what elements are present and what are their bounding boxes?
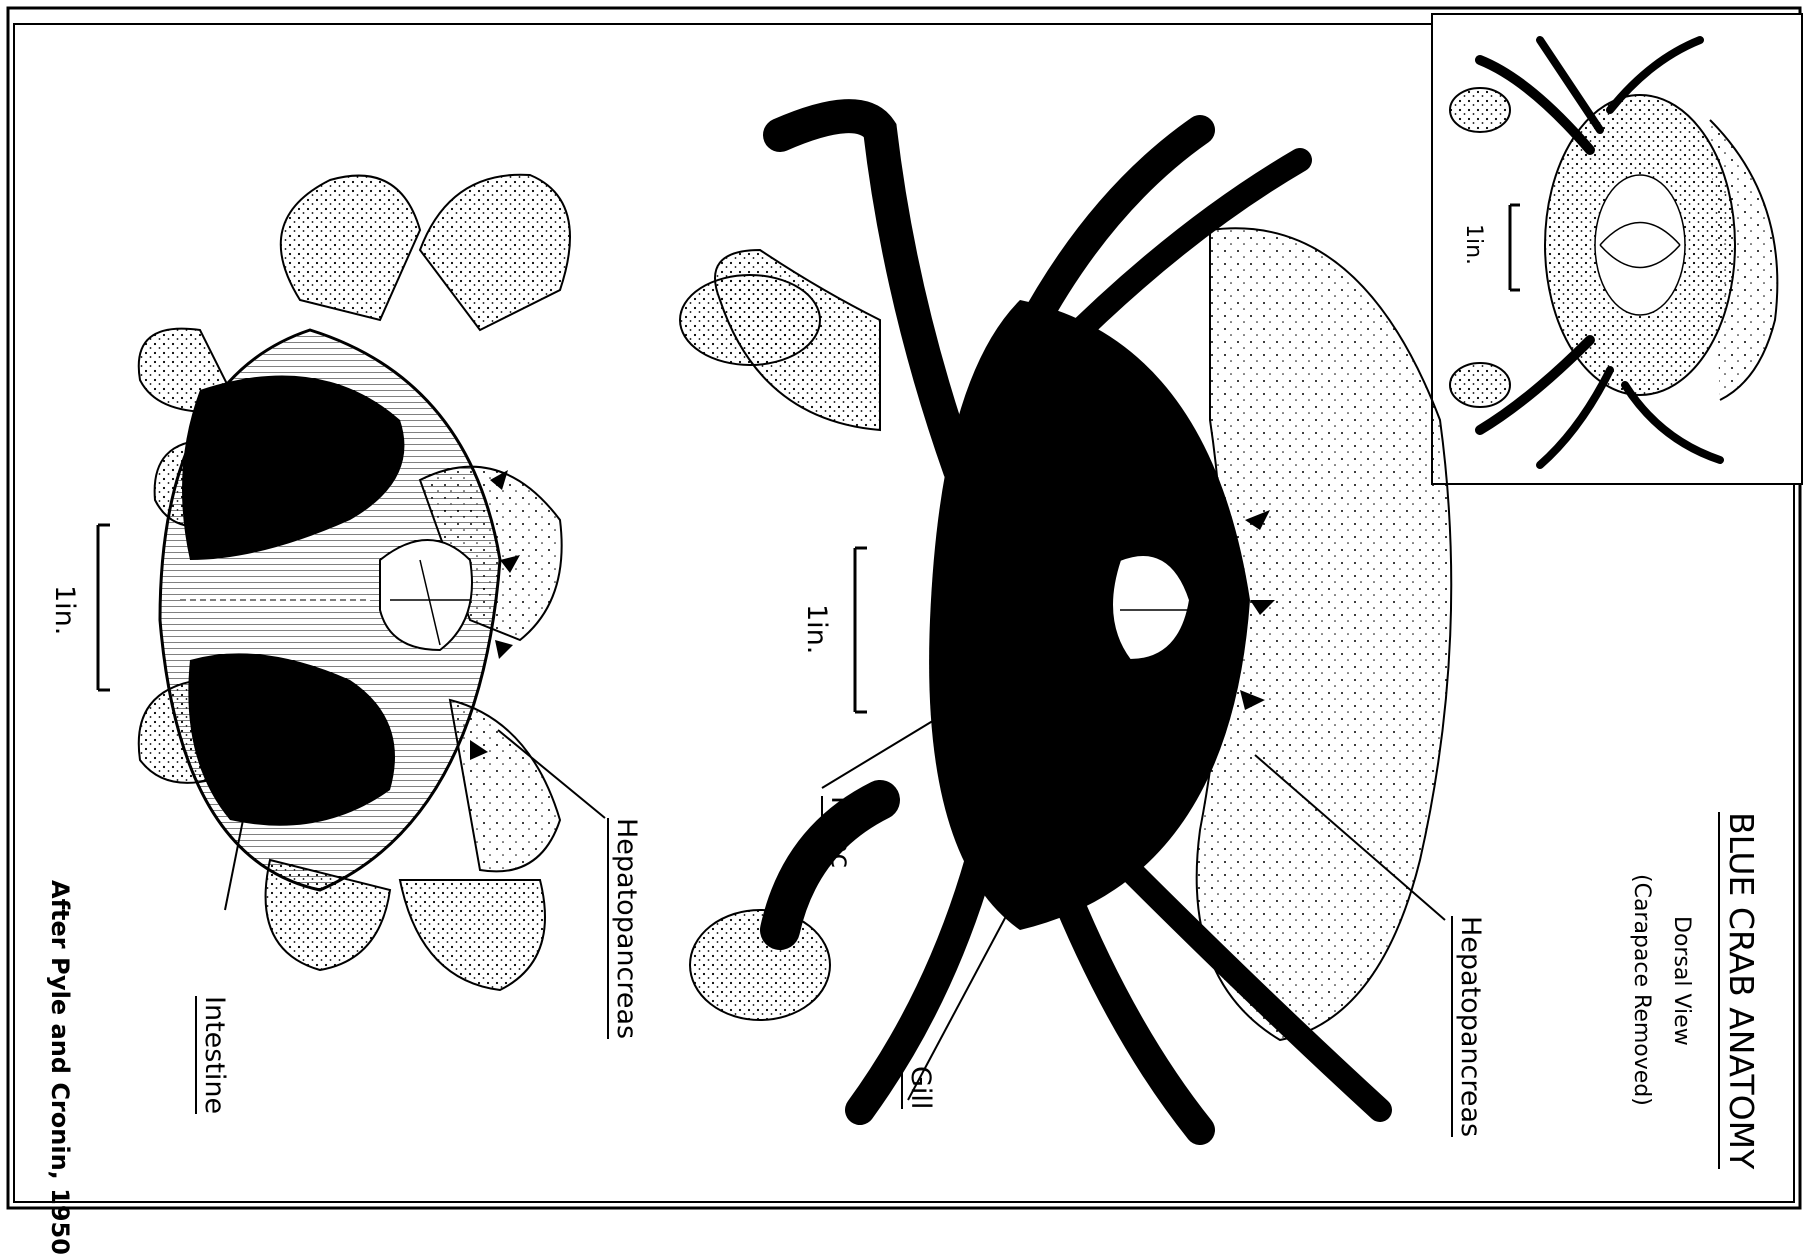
figure-subtitle-carapace: (Carapace Removed) (1630, 874, 1652, 1106)
center-crab-figure (680, 116, 1451, 1130)
center-scale-label: 1in. (803, 604, 830, 654)
figure-subtitle: Dorsal View (1670, 916, 1692, 1046)
inset-crab-figure (1432, 14, 1802, 484)
left-hepatopancreas-label: Hepatopancreas (613, 818, 640, 1039)
planc-label: Planc (827, 796, 854, 868)
right-hepatopancreas-label: Hepatopancreas (1457, 916, 1484, 1137)
intestine-label: Intestine (201, 996, 228, 1114)
inset-scale-label: 1in. (1462, 224, 1484, 265)
figure-title: BLUE CRAB ANATOMY (1725, 812, 1758, 1169)
credit-text: After Pyle and Cronin, 1950 (48, 880, 72, 1255)
gill-label: Gill (907, 1066, 934, 1109)
left-crab-figure (98, 175, 605, 990)
anatomy-plate (0, 0, 1808, 1216)
left-scale-label: 1in. (51, 585, 78, 635)
